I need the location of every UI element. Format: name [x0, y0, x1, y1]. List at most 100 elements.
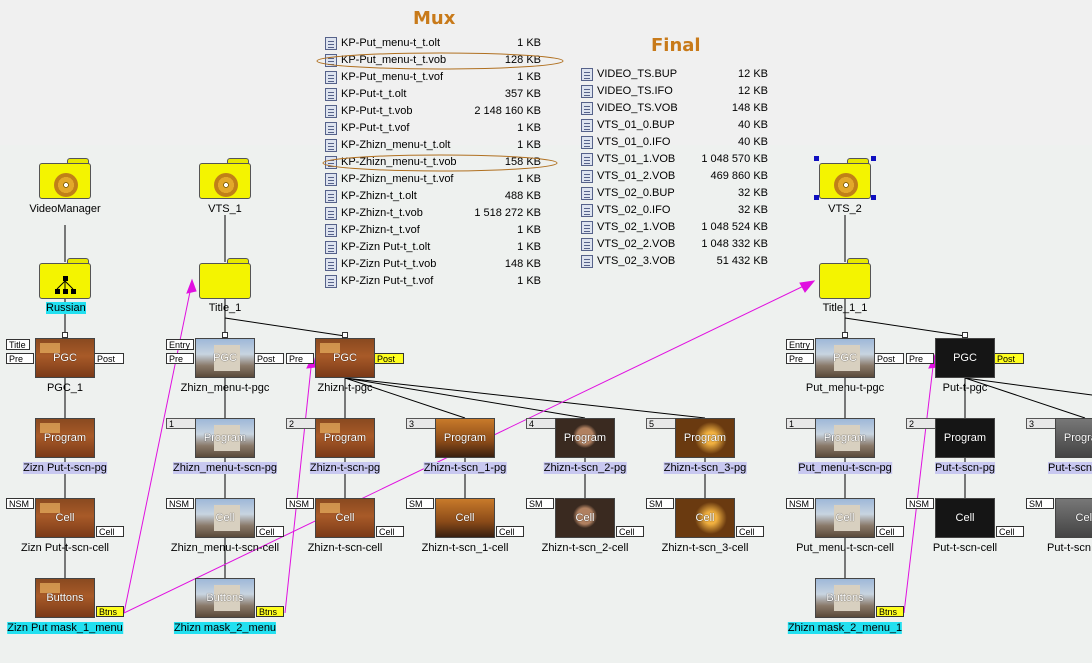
cell-thumbnail-label: Cell [575, 512, 595, 524]
zhizn-scn-pg-label: Zhizn-t-scn-pg [309, 462, 381, 474]
russian-label: Russian [46, 302, 86, 314]
cell-thumbnail[interactable]: Cell [195, 498, 255, 538]
file-name: KP-Zhizn_menu-t_t.vob [341, 156, 457, 168]
cell-tag: Cell [876, 526, 904, 537]
cell-thumbnail-label: Cell [1075, 512, 1092, 524]
zhizn-scn-cell-label: Zhizn-t-scn-cell [307, 542, 383, 554]
cell-thumbnail[interactable]: Cell [815, 498, 875, 538]
cell-thumbnail[interactable]: Cell [935, 498, 995, 538]
file-size: 1 KB [517, 139, 541, 151]
cell-thumbnail-label: Cell [455, 512, 475, 524]
cell-thumbnail[interactable]: Cell [675, 498, 735, 538]
file-name: VTS_01_0.IFO [597, 136, 671, 148]
connector-port [222, 332, 228, 338]
file-name: KP-Zhizn-t_t.vob [341, 207, 423, 219]
buttons-thumbnail[interactable]: Buttons [815, 578, 875, 618]
cell-thumbnail[interactable]: Cell [435, 498, 495, 538]
cell-thumbnail[interactable]: Cell [555, 498, 615, 538]
put-menu-pgc-label: Put_menu-t-pgc [805, 382, 885, 394]
put-menu-pgc-thumbnail[interactable]: PGC [815, 338, 875, 378]
program-thumbnail[interactable]: Program [315, 418, 375, 458]
file-icon [581, 136, 593, 149]
entry-tag: Entry [786, 339, 814, 350]
cell-thumbnail-label: Cell [215, 512, 235, 524]
title-1-folder-icon[interactable] [199, 258, 251, 299]
program-thumbnail[interactable]: Program [555, 418, 615, 458]
program-thumbnail[interactable]: Program [1055, 418, 1092, 458]
program-thumbnail[interactable]: Program [435, 418, 495, 458]
program-thumbnail[interactable]: Program [195, 418, 255, 458]
sm-tag: SM [526, 498, 554, 509]
btns-tag: Btns [96, 606, 124, 617]
program-thumbnail[interactable]: Program [815, 418, 875, 458]
buttons-thumbnail[interactable]: Buttons [195, 578, 255, 618]
put-pgc-thumbnail[interactable]: PGC [935, 338, 995, 378]
zhizn-menu-pgc-thumbnail[interactable]: PGC [195, 338, 255, 378]
file-row[interactable]: KP-Zhizn-t_t.vob 1 518 272 KB [325, 206, 545, 223]
vts-2-label: VTS_2 [828, 203, 862, 215]
top-band [0, 0, 1092, 145]
zhizn-pgc-thumbnail[interactable]: PGC [315, 338, 375, 378]
program-thumbnail[interactable]: Program [35, 418, 95, 458]
title-1-1-folder-icon[interactable] [819, 258, 871, 299]
vts-1-folder-icon[interactable] [199, 158, 251, 199]
file-icon [581, 170, 593, 183]
pre-tag: Pre [906, 353, 934, 364]
file-name: VTS_01_1.VOB [597, 153, 676, 165]
videomanager-folder-icon[interactable] [39, 158, 91, 199]
cell-thumbnail[interactable]: Cell [315, 498, 375, 538]
menu-language-folder-icon[interactable] [39, 258, 91, 299]
program-thumbnail-label: Program [43, 432, 87, 444]
vts-2-folder-icon[interactable] [819, 158, 871, 199]
program-thumbnail[interactable]: Program [675, 418, 735, 458]
cell-thumbnail[interactable]: Cell [1055, 498, 1092, 538]
file-icon [581, 119, 593, 132]
zhizn-scn-3-pg-label: Zhizn-t-scn_3-pg [663, 462, 747, 474]
file-icon [325, 190, 337, 203]
file-icon [581, 187, 593, 200]
pre-tag: Pre [6, 353, 34, 364]
program-thumbnail[interactable]: Program [935, 418, 995, 458]
file-size: 51 432 KB [716, 255, 768, 267]
pgc-1-thumbnail[interactable]: PGC [35, 338, 95, 378]
post-tag: Post [994, 353, 1024, 364]
cell-thumbnail-label: Cell [955, 512, 975, 524]
file-size: 1 518 272 KB [474, 207, 541, 219]
file-icon [325, 37, 337, 50]
program-thumbnail-label: Program [1063, 432, 1092, 444]
put-scn-cell-label: Put-t-scn-cell [932, 542, 998, 554]
vts-1-label: VTS_1 [208, 203, 242, 215]
cell-thumbnail[interactable]: Cell [35, 498, 95, 538]
file-name: KP-Put_menu-t_t.vof [341, 71, 444, 83]
file-icon [325, 122, 337, 135]
buttons-thumbnail[interactable]: Buttons [35, 578, 95, 618]
file-name: KP-Put-t_t.vob [341, 105, 413, 117]
file-name: KP-Zizn Put-t_t.vof [341, 275, 434, 287]
zhizn-scn-3-cell-label: Zhizn-t-scn_3-cell [661, 542, 749, 554]
